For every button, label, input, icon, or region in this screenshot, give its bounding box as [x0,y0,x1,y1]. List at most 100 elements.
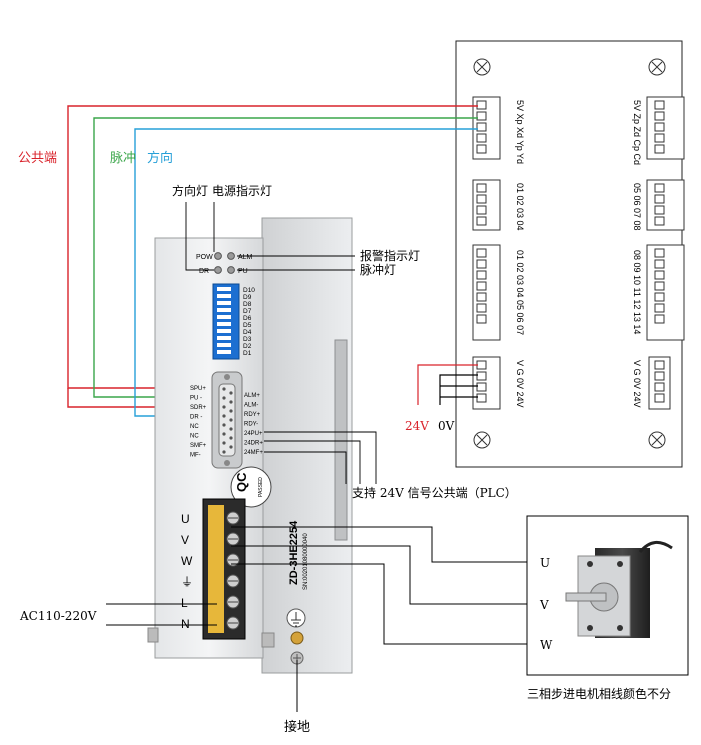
svg-text:PASSED: PASSED [258,477,264,497]
terminal-pin [476,303,487,313]
callout-power-led: 电源指示灯 [212,183,272,198]
terminal-pin [654,281,665,291]
db-pin [222,423,226,427]
terminal-pin [476,259,487,269]
db-pin [229,427,233,431]
terminal-pin [476,371,487,381]
db-pin [222,432,226,436]
dip-switch-label: D1 [243,350,252,357]
signal-pin-label: 24DR+ [244,441,263,447]
dip-switch-label: D10 [243,287,255,294]
plc-callout-lines [264,431,377,484]
ac-input-wires [106,603,217,626]
dip-switch-label: D8 [243,301,252,308]
terminal-pin [476,194,487,204]
led-callout-lines [185,202,355,271]
dip-switch-lever[interactable] [217,322,231,326]
db-pin [222,450,226,454]
terminal-label: V [181,533,189,547]
callout-alarm-led: 报警指示灯 [360,248,420,263]
controller-board [455,40,685,468]
dip-switch[interactable] [212,283,240,360]
motor-box [526,515,689,676]
terminal-pin [654,382,665,392]
controller-label-right-2: 05 06 07 08 [632,183,642,231]
db-pin [229,391,233,395]
power-terminal-block [202,498,246,640]
controller-label-left-1: 5V Xp Xd Yp Yd [515,100,525,164]
signal-pin-label: MF- [190,453,201,459]
controller-label-right-4: V G 0V 24V [632,360,642,408]
terminal-pin [476,133,487,143]
callout-plc-common: 支持 24V 信号公共端（PLC） [352,485,517,500]
terminal-pin [654,314,665,324]
dip-switch-label: D2 [243,343,252,350]
terminal-pin [476,248,487,258]
connector-right-3 [646,244,685,341]
terminal-pin [654,111,665,121]
label-common: 公共端 [18,151,57,166]
callout-motor-note: 三相步进电机相线颜色不分 [527,686,671,701]
dip-switch-lever[interactable] [217,329,231,333]
motor-phase-wires [231,526,530,645]
dip-switch-label: D9 [243,294,252,301]
led-dr [214,266,222,274]
terminal-pin [476,144,487,154]
driver-serial: SN:00201080000040 [303,533,309,590]
motor-phase-u: U [540,556,550,570]
dip-switch-lever[interactable] [217,294,231,298]
wire-red-common [67,105,478,408]
terminal-pin [654,216,665,226]
terminal-pin [654,122,665,132]
terminal-pin [654,292,665,302]
callout-ground: 接地 [284,719,310,735]
db-pin [229,436,233,440]
dip-switch-lever[interactable] [217,315,231,319]
controller-label-left-3: 01 02 03 04 05 06 07 [515,250,525,335]
driver-model: ZD-3HE2254 [288,520,300,585]
signal-pin-label: SPU+ [190,386,206,392]
db-pin [222,414,226,418]
terminal-label: U [181,512,190,526]
signal-pin-label: PU - [190,396,202,402]
terminal-pin [654,144,665,154]
terminal-pin [476,292,487,302]
controller-label-left-2: 01 02 03 04 [515,183,525,231]
terminal-pin [654,393,665,403]
led-alm [227,252,235,260]
dip-switch-lever[interactable] [217,350,231,354]
terminal-pin [476,183,487,193]
dip-switch-lever[interactable] [217,287,231,291]
dip-switch-label: D5 [243,322,252,329]
signal-pin-label: RDY- [244,422,258,428]
signal-pin-label: RDY+ [244,412,261,418]
terminal-pin [476,100,487,110]
terminal-pin [654,248,665,258]
signal-pin-label: NC [190,424,199,430]
signal-pin-label: DR - [190,415,202,421]
db-pin [229,418,233,422]
ground-icon [286,608,306,628]
dip-switch-lever[interactable] [217,343,231,347]
dip-switch-label: D7 [243,308,252,315]
terminal-pin [654,183,665,193]
led-pow-label: POW [196,254,213,261]
dip-switch-lever[interactable] [217,336,231,340]
signal-pin-label: SDR+ [190,405,207,411]
label-direction: 方向 [147,150,173,166]
terminal-pin [654,303,665,313]
terminal-pin [654,133,665,143]
dip-switch-label: D3 [243,336,252,343]
signal-pin-label: SMF+ [190,443,207,449]
dip-switch-lever[interactable] [217,308,231,312]
wire-green-pulse [93,117,478,398]
dip-switch-lever[interactable] [217,301,231,305]
dip-switch-label: D4 [243,329,252,336]
db-pin [229,445,233,449]
terminal-label: W [181,554,193,568]
qc-sticker: QC PASSED [230,466,272,508]
led-pu [227,266,235,274]
signal-connector-db15 [211,371,243,469]
terminal-pin [476,281,487,291]
